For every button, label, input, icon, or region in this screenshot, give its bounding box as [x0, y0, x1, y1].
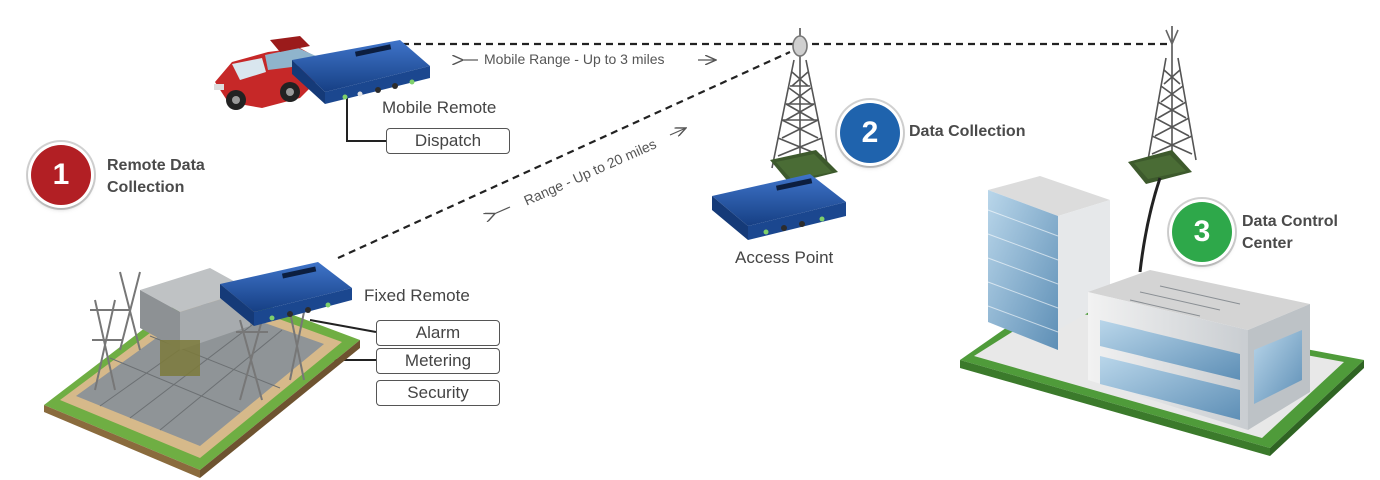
link-fixed-to-ap: [337, 50, 791, 260]
alarm-box: Alarm: [376, 320, 500, 346]
alarm-connector: [309, 319, 377, 333]
access-point-radio-image: [712, 174, 846, 240]
step-3-label-line1: Data Control: [1242, 213, 1338, 230]
step-3-label: Data Control Center: [1242, 211, 1338, 255]
range-arrows: [462, 60, 716, 214]
step-3-badge: 3: [1172, 202, 1232, 262]
step-1-badge: 1: [31, 145, 91, 205]
step-2-badge: 2: [840, 103, 900, 163]
mobile-remote-radio-image: [292, 40, 430, 104]
step-2-label: Data Collection: [909, 123, 1026, 140]
security-box: Security: [376, 380, 500, 406]
fixed-remote-label: Fixed Remote: [364, 286, 470, 305]
access-point-tower-image: [771, 28, 829, 169]
control-center-tower-image: [1147, 26, 1197, 161]
metering-box: Metering: [376, 348, 500, 374]
truck-image: [214, 36, 320, 110]
mobile-remote-label: Mobile Remote: [382, 98, 497, 117]
radio-links: [337, 42, 1172, 260]
fixed-range-arrow-right: [669, 128, 686, 135]
dispatch-box: Dispatch: [386, 128, 510, 154]
step-1-label-line1: Remote Data: [107, 157, 205, 174]
application-connectors: [309, 88, 386, 361]
step-3-label-line2: Center: [1242, 235, 1293, 252]
fixed-remote-radio-image: [220, 262, 352, 326]
fixed-range-arrow-left: [494, 206, 511, 214]
control-center-board-image: [1128, 150, 1192, 273]
dispatch-connector: [346, 88, 386, 142]
mobile-range-label: Mobile Range - Up to 3 miles: [484, 51, 665, 67]
step-1-label-line2: Collection: [107, 179, 185, 196]
access-point-label: Access Point: [735, 248, 834, 267]
control-center-building-image: [960, 176, 1364, 456]
step-1-label: Remote Data Collection: [107, 155, 205, 199]
access-point-board-image: [770, 150, 838, 184]
